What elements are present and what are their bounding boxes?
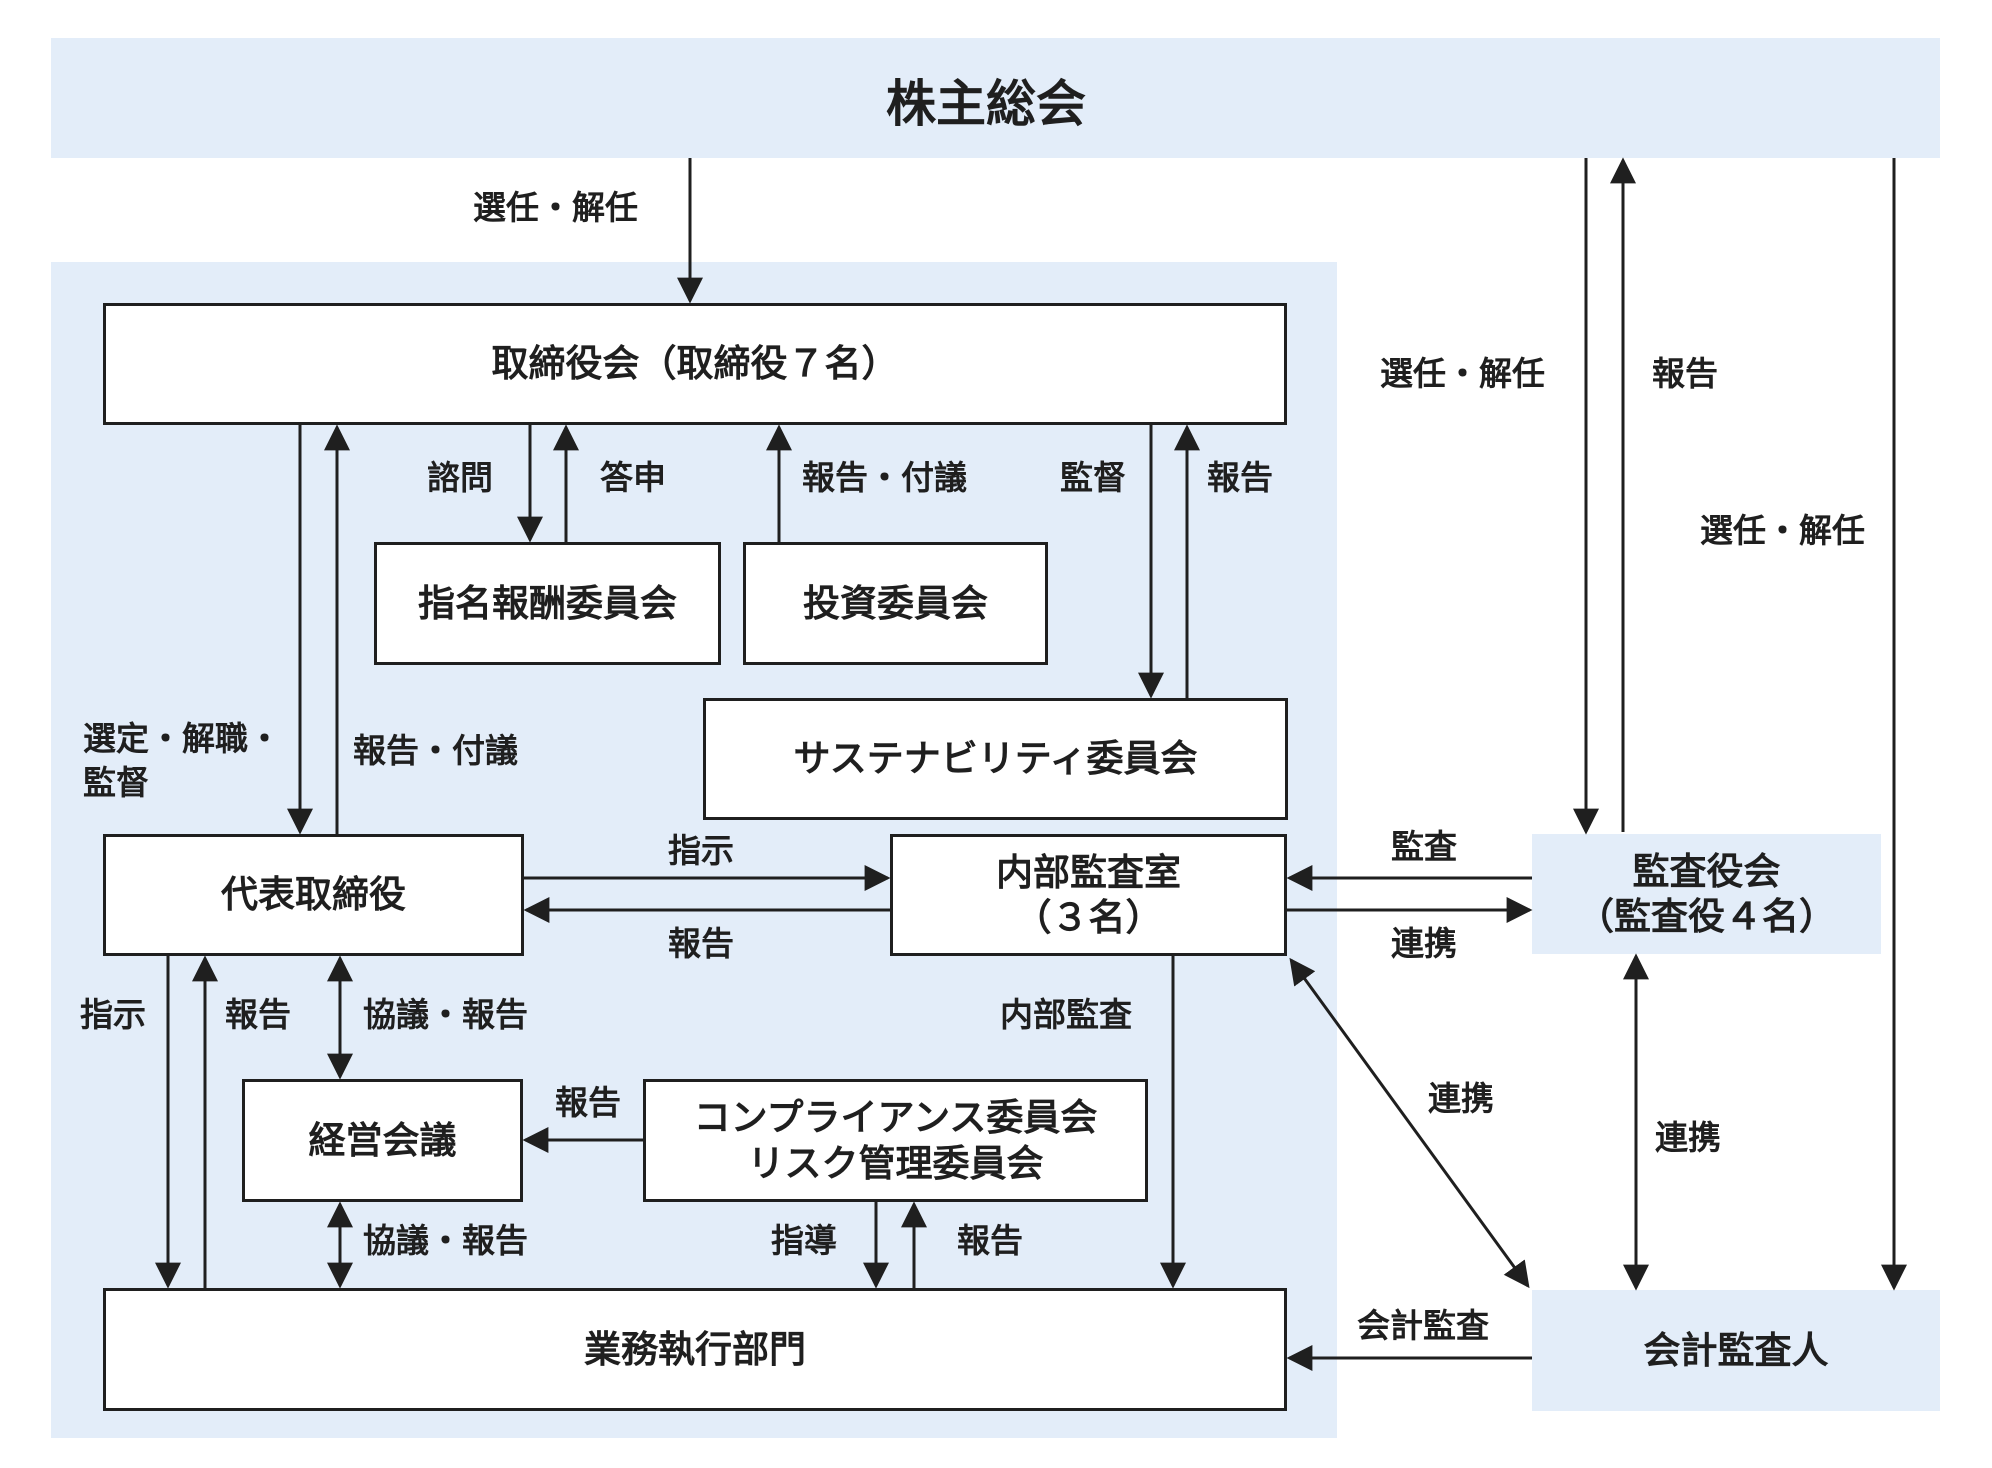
label-guide: 指導: [771, 1221, 837, 1260]
audit-board-label-1: 監査役会: [1632, 849, 1781, 893]
label-report-proposal-investment: 報告・付議: [802, 458, 967, 497]
label-consult: 諮問: [427, 458, 493, 497]
label-instruct-internal-audit: 指示: [668, 831, 734, 870]
accounting-auditor-label: 会計監査人: [1643, 1328, 1829, 1372]
sustainability-committee-label: サステナビリティ委員会: [793, 737, 1198, 781]
label-supervise-sustainability: 監督: [1060, 458, 1126, 497]
label-elect-dismiss-accounting: 選任・解任: [1700, 511, 1865, 550]
label-cooperate-internal-auditors: 連携: [1391, 924, 1457, 963]
nomination-committee-label: 指名報酬委員会: [418, 581, 677, 625]
board-label: 取締役会（取締役７名）: [491, 342, 899, 386]
management-meeting-label: 経営会議: [308, 1118, 457, 1162]
label-report-internal-audit: 報告: [668, 924, 734, 963]
investment-committee-label: 投資委員会: [803, 581, 988, 625]
audit-board-box: 監査役会 （監査役４名）: [1532, 834, 1881, 954]
business-division-label: 業務執行部門: [584, 1327, 806, 1371]
compliance-committee-box: コンプライアンス委員会 リスク管理委員会: [643, 1079, 1148, 1202]
internal-audit-label-1: 内部監査室: [996, 850, 1181, 894]
internal-audit-box: 内部監査室 （３名）: [890, 834, 1287, 956]
representative-director-box: 代表取締役: [103, 834, 524, 956]
label-report-proposal-rep: 報告・付議: [353, 731, 518, 770]
audit-board-label-2: （監査役４名）: [1577, 895, 1836, 938]
label-discuss-report-rep: 協議・報告: [363, 995, 528, 1034]
label-elect-dismiss-board: 選任・解任: [473, 188, 638, 227]
label-report-to-shareholders: 報告: [1652, 354, 1718, 393]
nomination-committee-box: 指名報酬委員会: [374, 542, 721, 665]
accounting-auditor-box: 会計監査人: [1532, 1290, 1940, 1411]
representative-director-label: 代表取締役: [221, 873, 406, 917]
management-meeting-box: 経営会議: [242, 1079, 523, 1202]
sustainability-committee-box: サステナビリティ委員会: [703, 698, 1288, 820]
label-report-sustainability: 報告: [1207, 458, 1273, 497]
shareholders-band: [51, 38, 1940, 158]
label-report-compliance: 報告: [555, 1083, 621, 1122]
label-reply: 答申: [600, 458, 666, 497]
compliance-committee-label-1: コンプライアンス委員会: [693, 1096, 1098, 1140]
label-audit-by-auditors: 監査: [1391, 827, 1457, 866]
investment-committee-box: 投資委員会: [743, 542, 1048, 665]
label-elect-dismiss-auditors: 選任・解任: [1380, 354, 1545, 393]
shareholders-title: 株主総会: [886, 75, 1086, 133]
label-appoint-dismiss-1: 選定・解職・: [83, 719, 281, 758]
label-instruct-business: 指示: [80, 995, 146, 1034]
business-division-box: 業務執行部門: [103, 1288, 1287, 1411]
label-internal-audit-action: 内部監査: [1000, 995, 1132, 1034]
label-cooperate-auditors-accounting: 連携: [1655, 1118, 1721, 1157]
label-report-business: 報告: [225, 995, 291, 1034]
label-accounting-audit: 会計監査: [1357, 1306, 1489, 1345]
board-box: 取締役会（取締役７名）: [103, 303, 1287, 425]
label-report-business-compliance: 報告: [957, 1221, 1023, 1260]
label-appoint-dismiss-2: 監督: [83, 763, 149, 802]
internal-audit-label-2: （３名）: [1014, 896, 1163, 939]
label-cooperate-internal-accounting: 連携: [1428, 1079, 1494, 1118]
label-discuss-report-business: 協議・報告: [363, 1221, 528, 1260]
compliance-committee-label-2: リスク管理委員会: [747, 1141, 1044, 1185]
